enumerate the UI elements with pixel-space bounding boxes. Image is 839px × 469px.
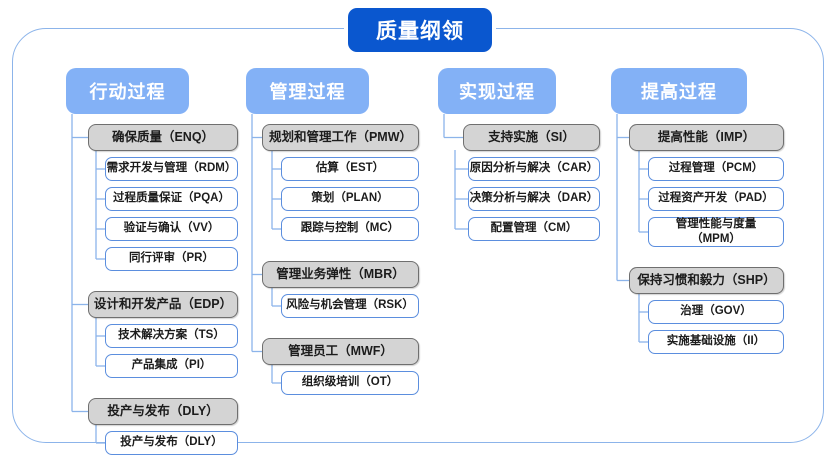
leaf-node[interactable]: 需求开发与管理（RDM） [105,157,238,181]
group-node[interactable]: 投产与发布（DLY） [88,398,238,425]
group-node[interactable]: 管理员工（MWF） [262,338,419,365]
column-header-4[interactable]: 提高过程 [611,68,747,114]
leaf-node[interactable]: 跟踪与控制（MC） [281,217,419,241]
group-node[interactable]: 保持习惯和毅力（SHP） [629,267,784,294]
leaf-node[interactable]: 验证与确认（VV） [105,217,238,241]
leaf-node[interactable]: 技术解决方案（TS） [105,324,238,348]
leaf-node[interactable]: 组织级培训（OT） [281,371,419,395]
leaf-node[interactable]: 配置管理（CM） [468,217,600,241]
leaf-node[interactable]: 产品集成（PI） [105,354,238,378]
leaf-node[interactable]: 投产与发布（DLY） [105,431,238,455]
leaf-node[interactable]: 风险与机会管理（RSK） [281,294,419,318]
leaf-node[interactable]: 决策分析与解决（DAR） [468,187,600,211]
group-node[interactable]: 提高性能（IMP） [629,124,784,151]
column-header-3[interactable]: 实现过程 [438,68,556,114]
leaf-node[interactable]: 过程资产开发（PAD） [648,187,784,211]
column-header-1[interactable]: 行动过程 [66,68,189,114]
leaf-node[interactable]: 策划（PLAN） [281,187,419,211]
leaf-node[interactable]: 同行评审（PR） [105,247,238,271]
leaf-node[interactable]: 估算（EST） [281,157,419,181]
group-node[interactable]: 规划和管理工作（PMW） [262,124,419,151]
group-node[interactable]: 确保质量（ENQ） [88,124,238,151]
group-node[interactable]: 管理业务弹性（MBR） [262,261,419,288]
leaf-node[interactable]: 治理（GOV） [648,300,784,324]
diagram-title: 质量纲领 [348,8,492,52]
column-header-2[interactable]: 管理过程 [246,68,369,114]
leaf-node[interactable]: 过程管理（PCM） [648,157,784,181]
leaf-node[interactable]: 过程质量保证（PQA） [105,187,238,211]
leaf-node[interactable]: 实施基础设施（II） [648,330,784,354]
group-node[interactable]: 支持实施（SI） [463,124,600,151]
leaf-node[interactable]: 管理性能与度量（MPM） [648,217,784,247]
group-node[interactable]: 设计和开发产品（EDP） [88,291,238,318]
leaf-node[interactable]: 原因分析与解决（CAR） [468,157,600,181]
